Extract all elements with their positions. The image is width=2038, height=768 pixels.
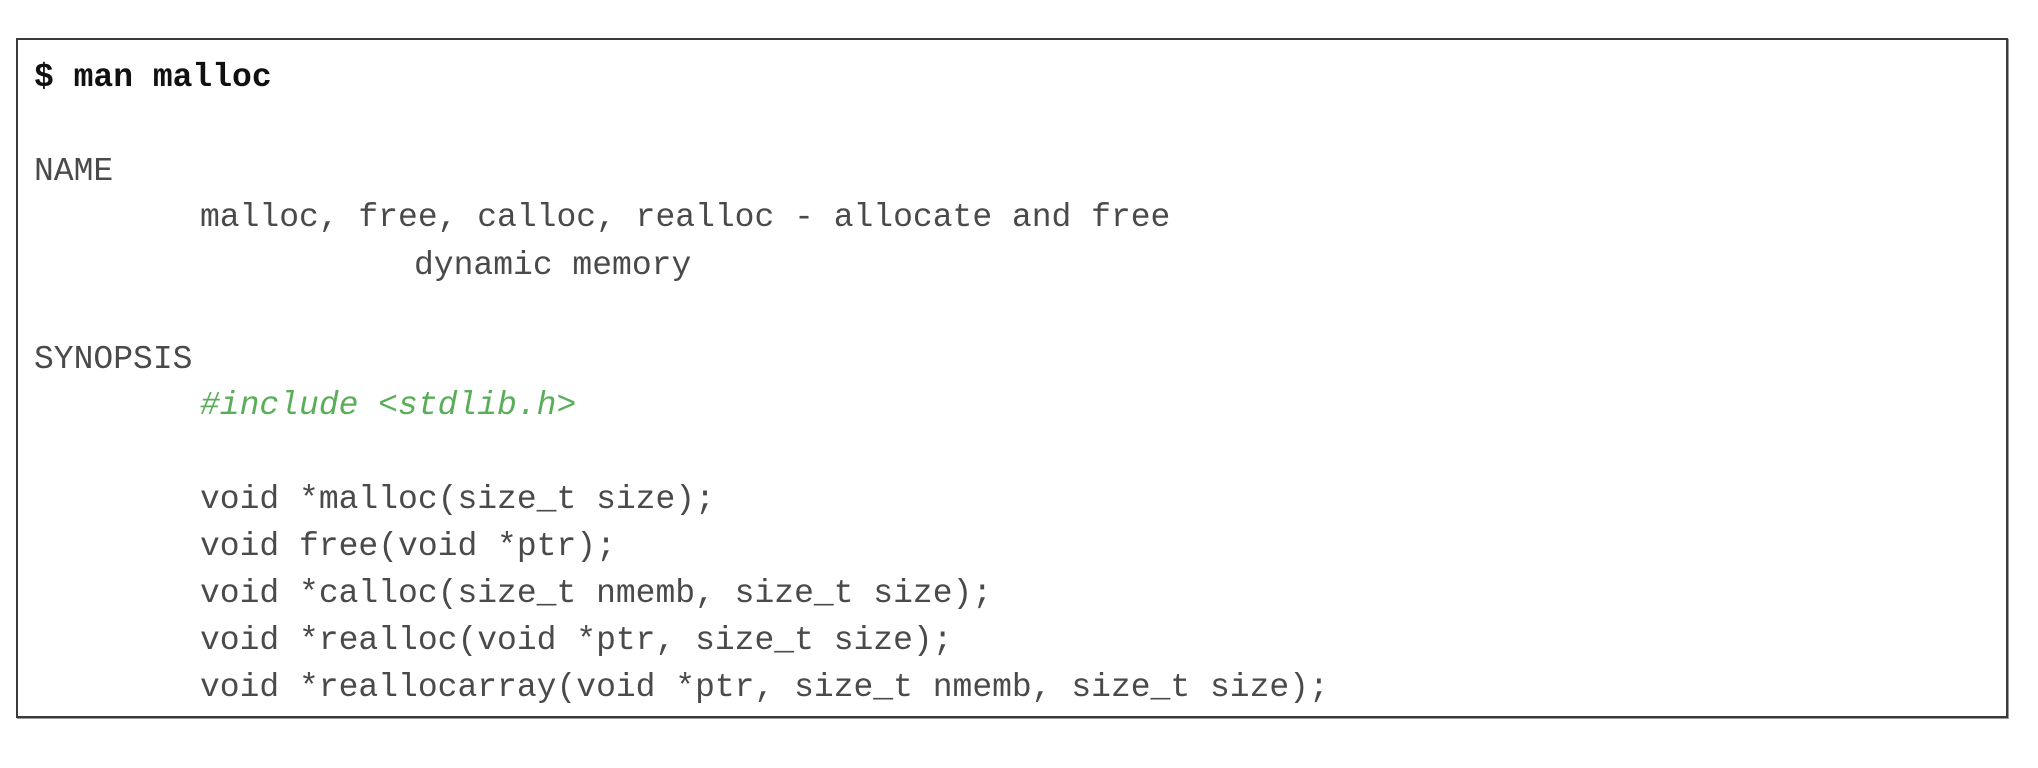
prototype-realloc: void *realloc(void *ptr, size_t size); xyxy=(200,622,953,659)
prototype-malloc: void *malloc(size_t size); xyxy=(200,481,715,518)
prototype-calloc: void *calloc(size_t nmemb, size_t size); xyxy=(200,575,993,612)
shell-command: $ man malloc xyxy=(34,59,272,96)
prototype-free: void free(void *ptr); xyxy=(200,528,616,565)
man-page-terminal: $ man malloc NAME malloc, free, calloc, … xyxy=(16,38,2008,718)
section-heading-synopsis: SYNOPSIS xyxy=(34,341,193,378)
name-description-line-2: dynamic memory xyxy=(414,247,692,284)
include-directive: #include <stdlib.h> xyxy=(200,387,577,424)
section-heading-name: NAME xyxy=(34,153,114,190)
name-description-line-1: malloc, free, calloc, realloc - allocate… xyxy=(200,199,1171,236)
prototype-reallocarray: void *reallocarray(void *ptr, size_t nme… xyxy=(200,669,1329,706)
